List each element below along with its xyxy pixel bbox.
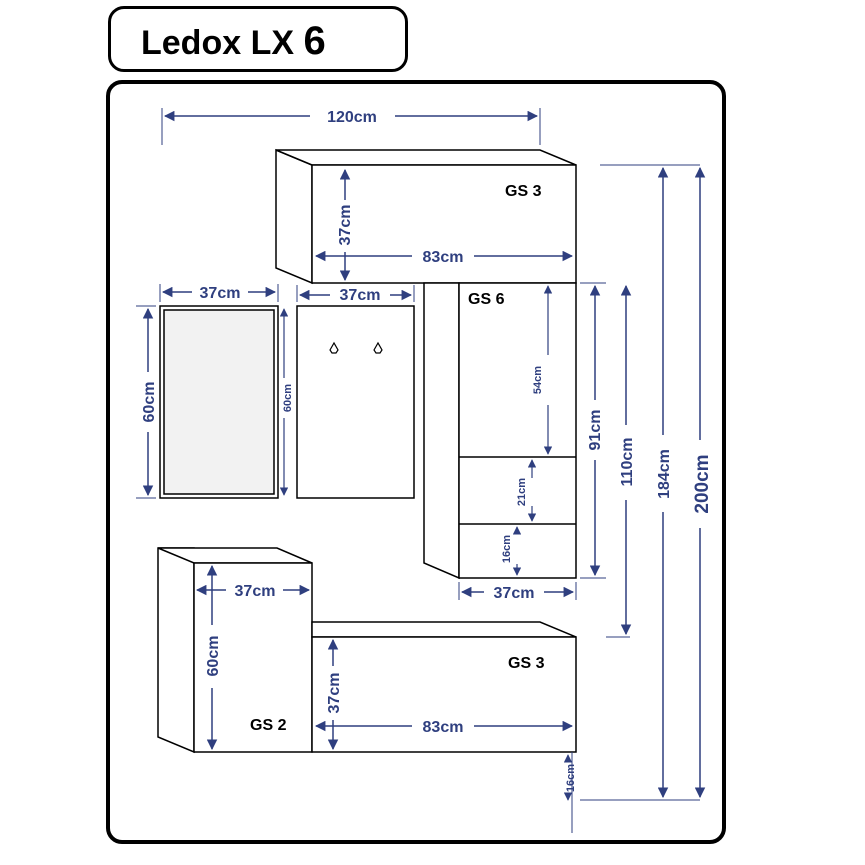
- mirror-height-dim: 60cm: [136, 305, 158, 499]
- top-cabinet-label: GS 3: [505, 183, 542, 200]
- small-cabinet-height-dim: 60cm: [205, 564, 222, 751]
- tall-cabinet-label: GS 6: [468, 291, 505, 308]
- tall-cabinet-width-dim: 37cm: [458, 582, 577, 602]
- hook-icon: [373, 341, 383, 354]
- bottom-clearance-dim: 16cm: [563, 752, 577, 833]
- hook-panel-width-dim: 37cm: [296, 285, 415, 304]
- mirror: [159, 305, 279, 499]
- tall-cabinet-upper-dim: 54cm: [532, 285, 553, 455]
- title-box: Ledox LX 6: [108, 6, 408, 72]
- tall-cabinet-upper-label: 54cm: [532, 366, 544, 394]
- hook-panel-height-label: 60cm: [282, 384, 294, 412]
- tall-cabinet-height-dim: 91cm: [580, 282, 606, 579]
- small-cabinet-label: GS 2: [250, 717, 287, 734]
- mirror-width-dim: 37cm: [159, 284, 279, 302]
- hook-panel-height-dim: 60cm: [279, 308, 294, 496]
- tall-cabinet-middle-dim: 21cm: [516, 459, 537, 522]
- hook-panel: [296, 305, 415, 499]
- product-name: Ledox LX: [141, 24, 295, 62]
- bottom-cabinet: GS 3: [311, 621, 577, 753]
- bottom-cabinet-height-label: 37cm: [326, 673, 343, 714]
- tall-cabinet-height-label: 91cm: [587, 410, 604, 451]
- bottom-cabinet-height-dim: 37cm: [326, 638, 343, 751]
- top-cabinet-width-label: 83cm: [423, 249, 464, 266]
- small-cabinet-height-label: 60cm: [205, 636, 222, 677]
- mirror-height-label: 60cm: [141, 382, 158, 423]
- bottom-cabinet-label: GS 3: [508, 655, 545, 672]
- height-184-label: 184cm: [656, 449, 673, 499]
- tall-cabinet-lower-dim: 16cm: [501, 526, 522, 576]
- height-110-label: 110cm: [619, 438, 636, 487]
- bottom-cabinet-width-label: 83cm: [423, 719, 464, 736]
- product-title: Ledox LX 6: [141, 19, 326, 64]
- height-200-label: 200cm: [692, 454, 713, 513]
- overall-width-dim: 120cm: [161, 108, 541, 145]
- top-cabinet-height-label: 37cm: [337, 205, 354, 246]
- small-cabinet: GS 2: [157, 547, 313, 754]
- bottom-cabinet-width-dim: 83cm: [314, 719, 574, 736]
- hook-icon: [329, 341, 339, 354]
- overall-width-label: 120cm: [327, 109, 377, 126]
- overall-heights: 110cm 184cm 200cm: [580, 164, 713, 801]
- tall-cabinet-width-label: 37cm: [494, 585, 535, 602]
- hook-panel-width-label: 37cm: [340, 287, 381, 304]
- tall-cabinet-middle-label: 21cm: [516, 478, 528, 506]
- small-cabinet-width-label: 37cm: [235, 583, 276, 600]
- bottom-clearance-label: 16cm: [565, 764, 577, 792]
- top-cabinet-height-dim: 37cm: [337, 168, 354, 282]
- top-cabinet-width-dim: 83cm: [314, 249, 574, 266]
- product-number: 6: [303, 19, 326, 63]
- mirror-width-label: 37cm: [200, 285, 241, 302]
- tall-cabinet-lower-label: 16cm: [501, 535, 513, 563]
- tall-cabinet: GS 6: [423, 282, 577, 580]
